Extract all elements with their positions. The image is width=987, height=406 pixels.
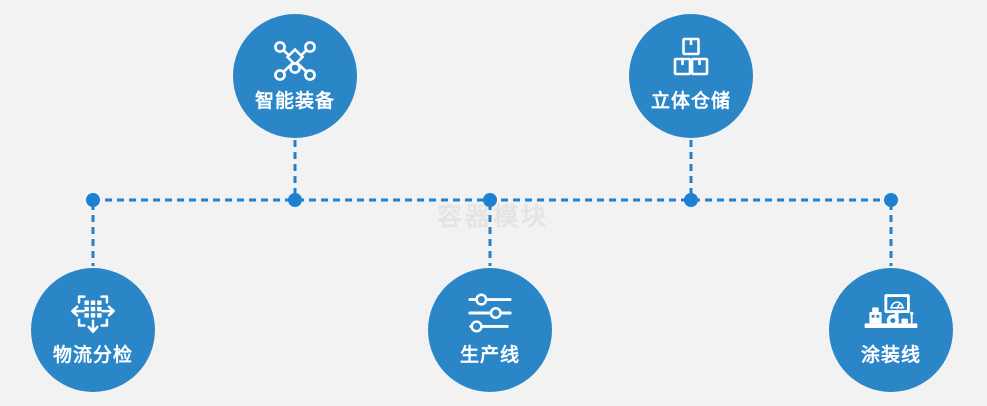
node-label: 立体仓储 (650, 91, 731, 112)
node-logistics-sorting: 物流分检 (31, 268, 155, 392)
distribute-arrows-icon (71, 295, 115, 333)
node-smart-equipment: 智能装备 (233, 14, 357, 138)
node-label: 涂装线 (860, 345, 921, 366)
node-label: 智能装备 (254, 91, 335, 112)
node-label: 物流分检 (52, 345, 133, 366)
sliders-icon (468, 293, 512, 333)
node-circle: 生产线 (428, 268, 552, 392)
node-circle: 物流分检 (31, 268, 155, 392)
node-circle: 涂装线 (829, 268, 953, 392)
paint-machine-icon (864, 294, 918, 329)
node-coating-line: 涂装线 (829, 268, 953, 392)
node-circle: 智能装备 (233, 14, 357, 138)
stacked-boxes-icon (673, 37, 709, 76)
node-stereo-warehouse: 立体仓储 (629, 14, 753, 138)
node-production-line: 生产线 (428, 268, 552, 392)
node-label: 生产线 (459, 345, 520, 366)
node-circle: 立体仓储 (629, 14, 753, 138)
network-nodes-icon (274, 41, 316, 81)
